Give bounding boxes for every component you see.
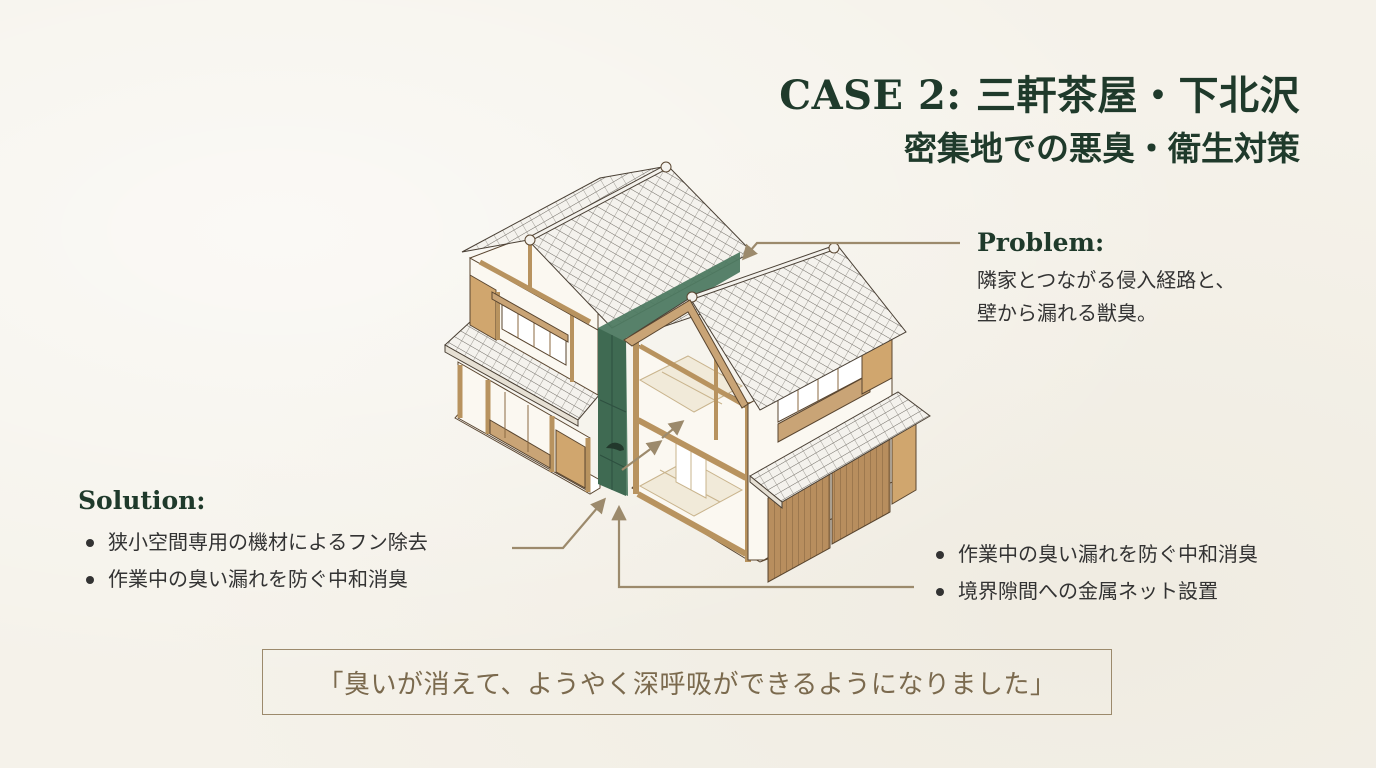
problem-section: Problem: 隣家とつながる侵入経路と、 壁から漏れる獣臭。 (977, 226, 1235, 330)
problem-connector (741, 241, 960, 261)
solution-heading: Solution: (78, 486, 206, 515)
right-bullet-item: 作業中の臭い漏れを防ぐ中和消臭 (928, 536, 1258, 573)
callout-lines (512, 241, 960, 589)
problem-heading: Problem: (977, 228, 1105, 257)
solution-list: 狭小空間専用の機材によるフン除去 作業中の臭い漏れを防ぐ中和消臭 (78, 524, 428, 598)
right-house (623, 242, 931, 583)
title-block: CASE 2: 三軒茶屋・下北沢 密集地での悪臭・衛生対策 (779, 70, 1300, 174)
page-title: CASE 2: 三軒茶屋・下北沢 (779, 72, 1300, 119)
testimonial-quote: 「臭いが消えて、ようやく深呼吸ができるようになりました」 (262, 649, 1112, 715)
right-bullet-item: 境界隙間への金属ネット設置 (928, 573, 1258, 610)
solution-item: 狭小空間専用の機材によるフン除去 (78, 524, 428, 561)
right-connector (611, 504, 914, 589)
left-house (444, 161, 753, 495)
solution-connector (512, 497, 607, 550)
right-bullet-list: 作業中の臭い漏れを防ぐ中和消臭 境界隙間への金属ネット設置 (928, 536, 1258, 610)
gap-highlight (598, 252, 740, 496)
solution-item: 作業中の臭い漏れを防ぐ中和消臭 (78, 561, 428, 598)
problem-line: 隣家とつながる侵入経路と、 (977, 268, 1236, 292)
right-bullet-section: 作業中の臭い漏れを防ぐ中和消臭 境界隙間への金属ネット設置 (928, 530, 1258, 610)
page-subtitle: 密集地での悪臭・衛生対策 (904, 129, 1300, 168)
problem-description: 隣家とつながる侵入経路と、 壁から漏れる獣臭。 (977, 264, 1235, 330)
problem-line: 壁から漏れる獣臭。 (977, 301, 1157, 325)
solution-section: Solution: 狭小空間専用の機材によるフン除去 作業中の臭い漏れを防ぐ中和… (78, 484, 428, 598)
